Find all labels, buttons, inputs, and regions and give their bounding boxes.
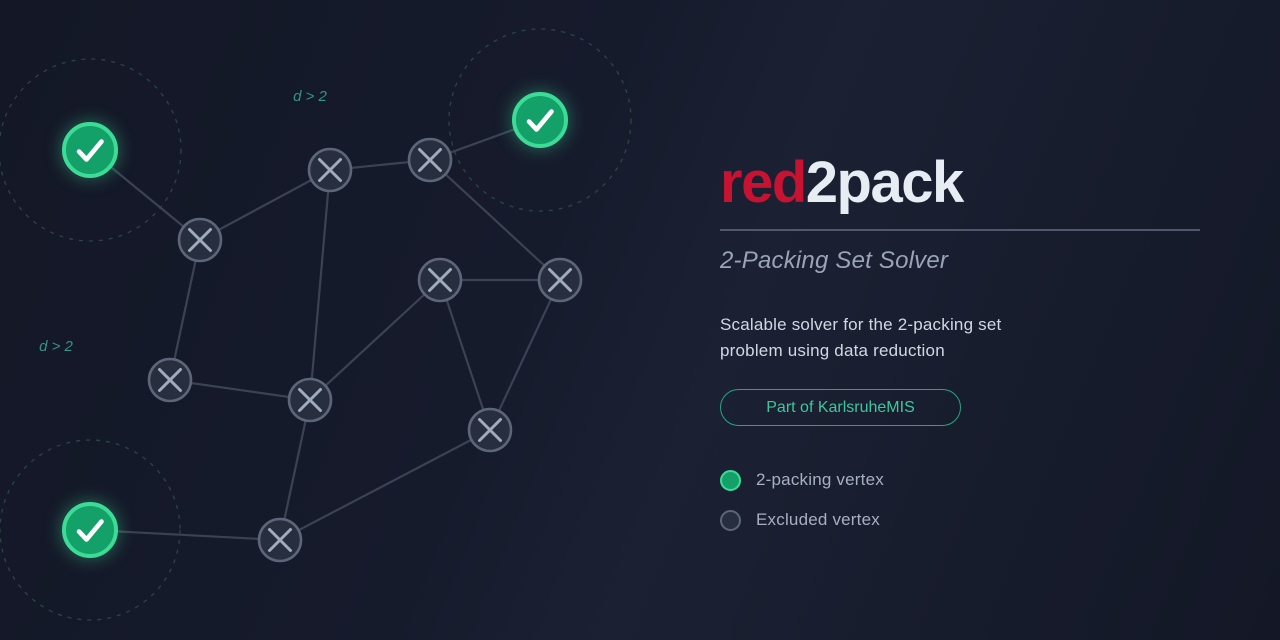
graph-node-excluded xyxy=(537,257,583,303)
page-title: red2pack xyxy=(720,150,964,215)
graph-edge xyxy=(198,168,332,242)
title-rest: 2pack xyxy=(805,150,964,215)
x-icon xyxy=(158,368,182,392)
legend-item-excluded: Excluded vertex xyxy=(720,508,884,532)
karlsruhemis-badge[interactable]: Part of KarlsruheMIS xyxy=(720,389,961,426)
graph-edge xyxy=(428,158,562,282)
subtitle: 2-Packing Set Solver xyxy=(720,247,949,274)
check-icon xyxy=(526,109,554,132)
graph-node-packing xyxy=(512,92,568,148)
graph-edge xyxy=(308,168,332,402)
graph-edge xyxy=(168,378,312,402)
distance-halo xyxy=(448,28,632,212)
graph-node-excluded xyxy=(147,357,193,403)
graph-edge xyxy=(168,238,202,382)
excluded-vertex-swatch xyxy=(720,509,741,531)
legend: 2-packing vertex Excluded vertex xyxy=(720,468,884,548)
x-icon xyxy=(548,268,572,292)
node-circle xyxy=(512,92,568,148)
graph-edge xyxy=(88,528,282,542)
check-icon xyxy=(76,519,104,542)
graph-edge xyxy=(488,278,562,432)
x-icon xyxy=(188,228,212,252)
graph-node-excluded xyxy=(177,217,223,263)
distance-halo xyxy=(0,58,182,242)
x-icon xyxy=(478,418,502,442)
distance-annotation: d > 2 xyxy=(39,338,73,355)
x-icon xyxy=(428,268,452,292)
graph-edge xyxy=(278,398,312,542)
node-circle xyxy=(62,122,118,178)
graph-edge xyxy=(308,278,442,402)
legend-item-packing: 2-packing vertex xyxy=(720,468,884,492)
graph-node-excluded xyxy=(307,147,353,193)
graph-node-excluded xyxy=(417,257,463,303)
graph-node-excluded xyxy=(467,407,513,453)
x-icon xyxy=(298,388,322,412)
title-divider xyxy=(720,229,1200,231)
node-circle xyxy=(62,502,118,558)
graph-edge xyxy=(278,428,492,542)
title-accent: red xyxy=(720,150,807,215)
graph-node-excluded xyxy=(257,517,303,563)
x-icon xyxy=(268,528,292,552)
distance-halo xyxy=(0,439,181,621)
graph-node-packing xyxy=(62,502,118,558)
x-icon xyxy=(318,158,342,182)
x-icon xyxy=(418,148,442,172)
graph-edge xyxy=(438,278,492,432)
distance-annotation: d > 2 xyxy=(293,88,327,105)
graph-node-excluded xyxy=(407,137,453,183)
graph-node-excluded xyxy=(287,377,333,423)
check-icon xyxy=(76,139,104,162)
graph-node-packing xyxy=(62,122,118,178)
legend-label: 2-packing vertex xyxy=(756,470,884,489)
description-line-1: Scalable solver for the 2-packing set xyxy=(720,315,1002,334)
packing-vertex-swatch xyxy=(720,469,741,491)
description-line-2: problem using data reduction xyxy=(720,341,945,360)
legend-label: Excluded vertex xyxy=(756,510,880,529)
description: Scalable solver for the 2-packing set pr… xyxy=(720,312,1001,364)
